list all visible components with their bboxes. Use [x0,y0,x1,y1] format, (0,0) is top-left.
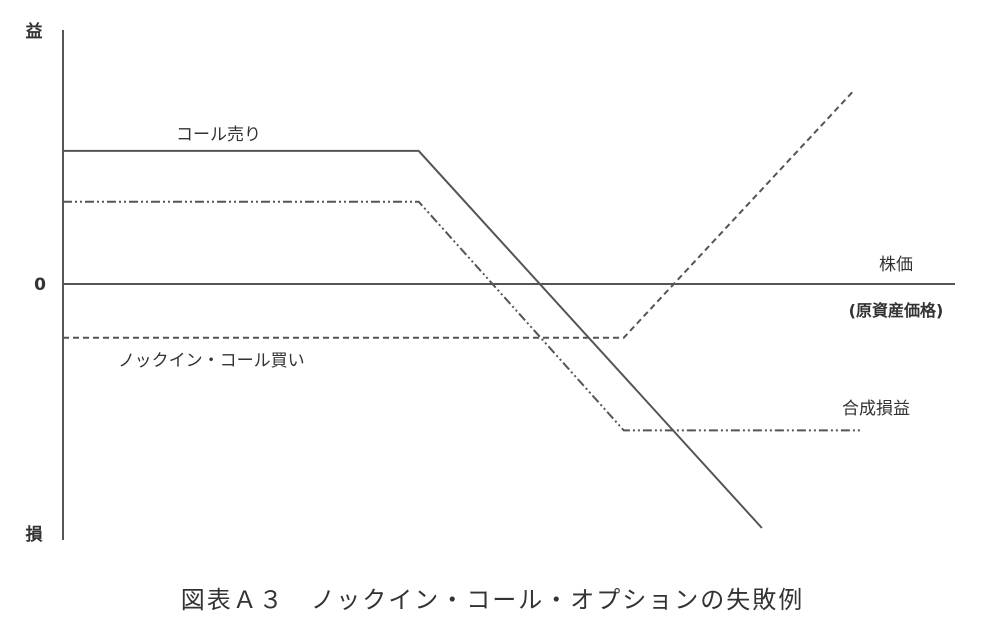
y-axis-zero-label: 0 [34,275,46,295]
y-axis-top-label: 益 [26,21,43,42]
x-axis-label-line2: (原資産価格) [849,301,944,320]
series-label-call-sell: コール売り [176,125,261,145]
series-label-knock-in-call-buy: ノックイン・コール買い [118,351,305,371]
series-line-combined-pnl [63,200,863,432]
x-axis-label-line1: 株価 [879,255,913,275]
series-line-call-sell [63,149,763,529]
series-line-knock-in-call-buy [63,89,855,339]
series-label-combined-pnl: 合成損益 [842,399,910,419]
y-axis-bottom-label: 損 [26,524,44,545]
figure-caption: 図表Ａ３ ノックイン・コール・オプションの失敗例 [180,586,805,614]
